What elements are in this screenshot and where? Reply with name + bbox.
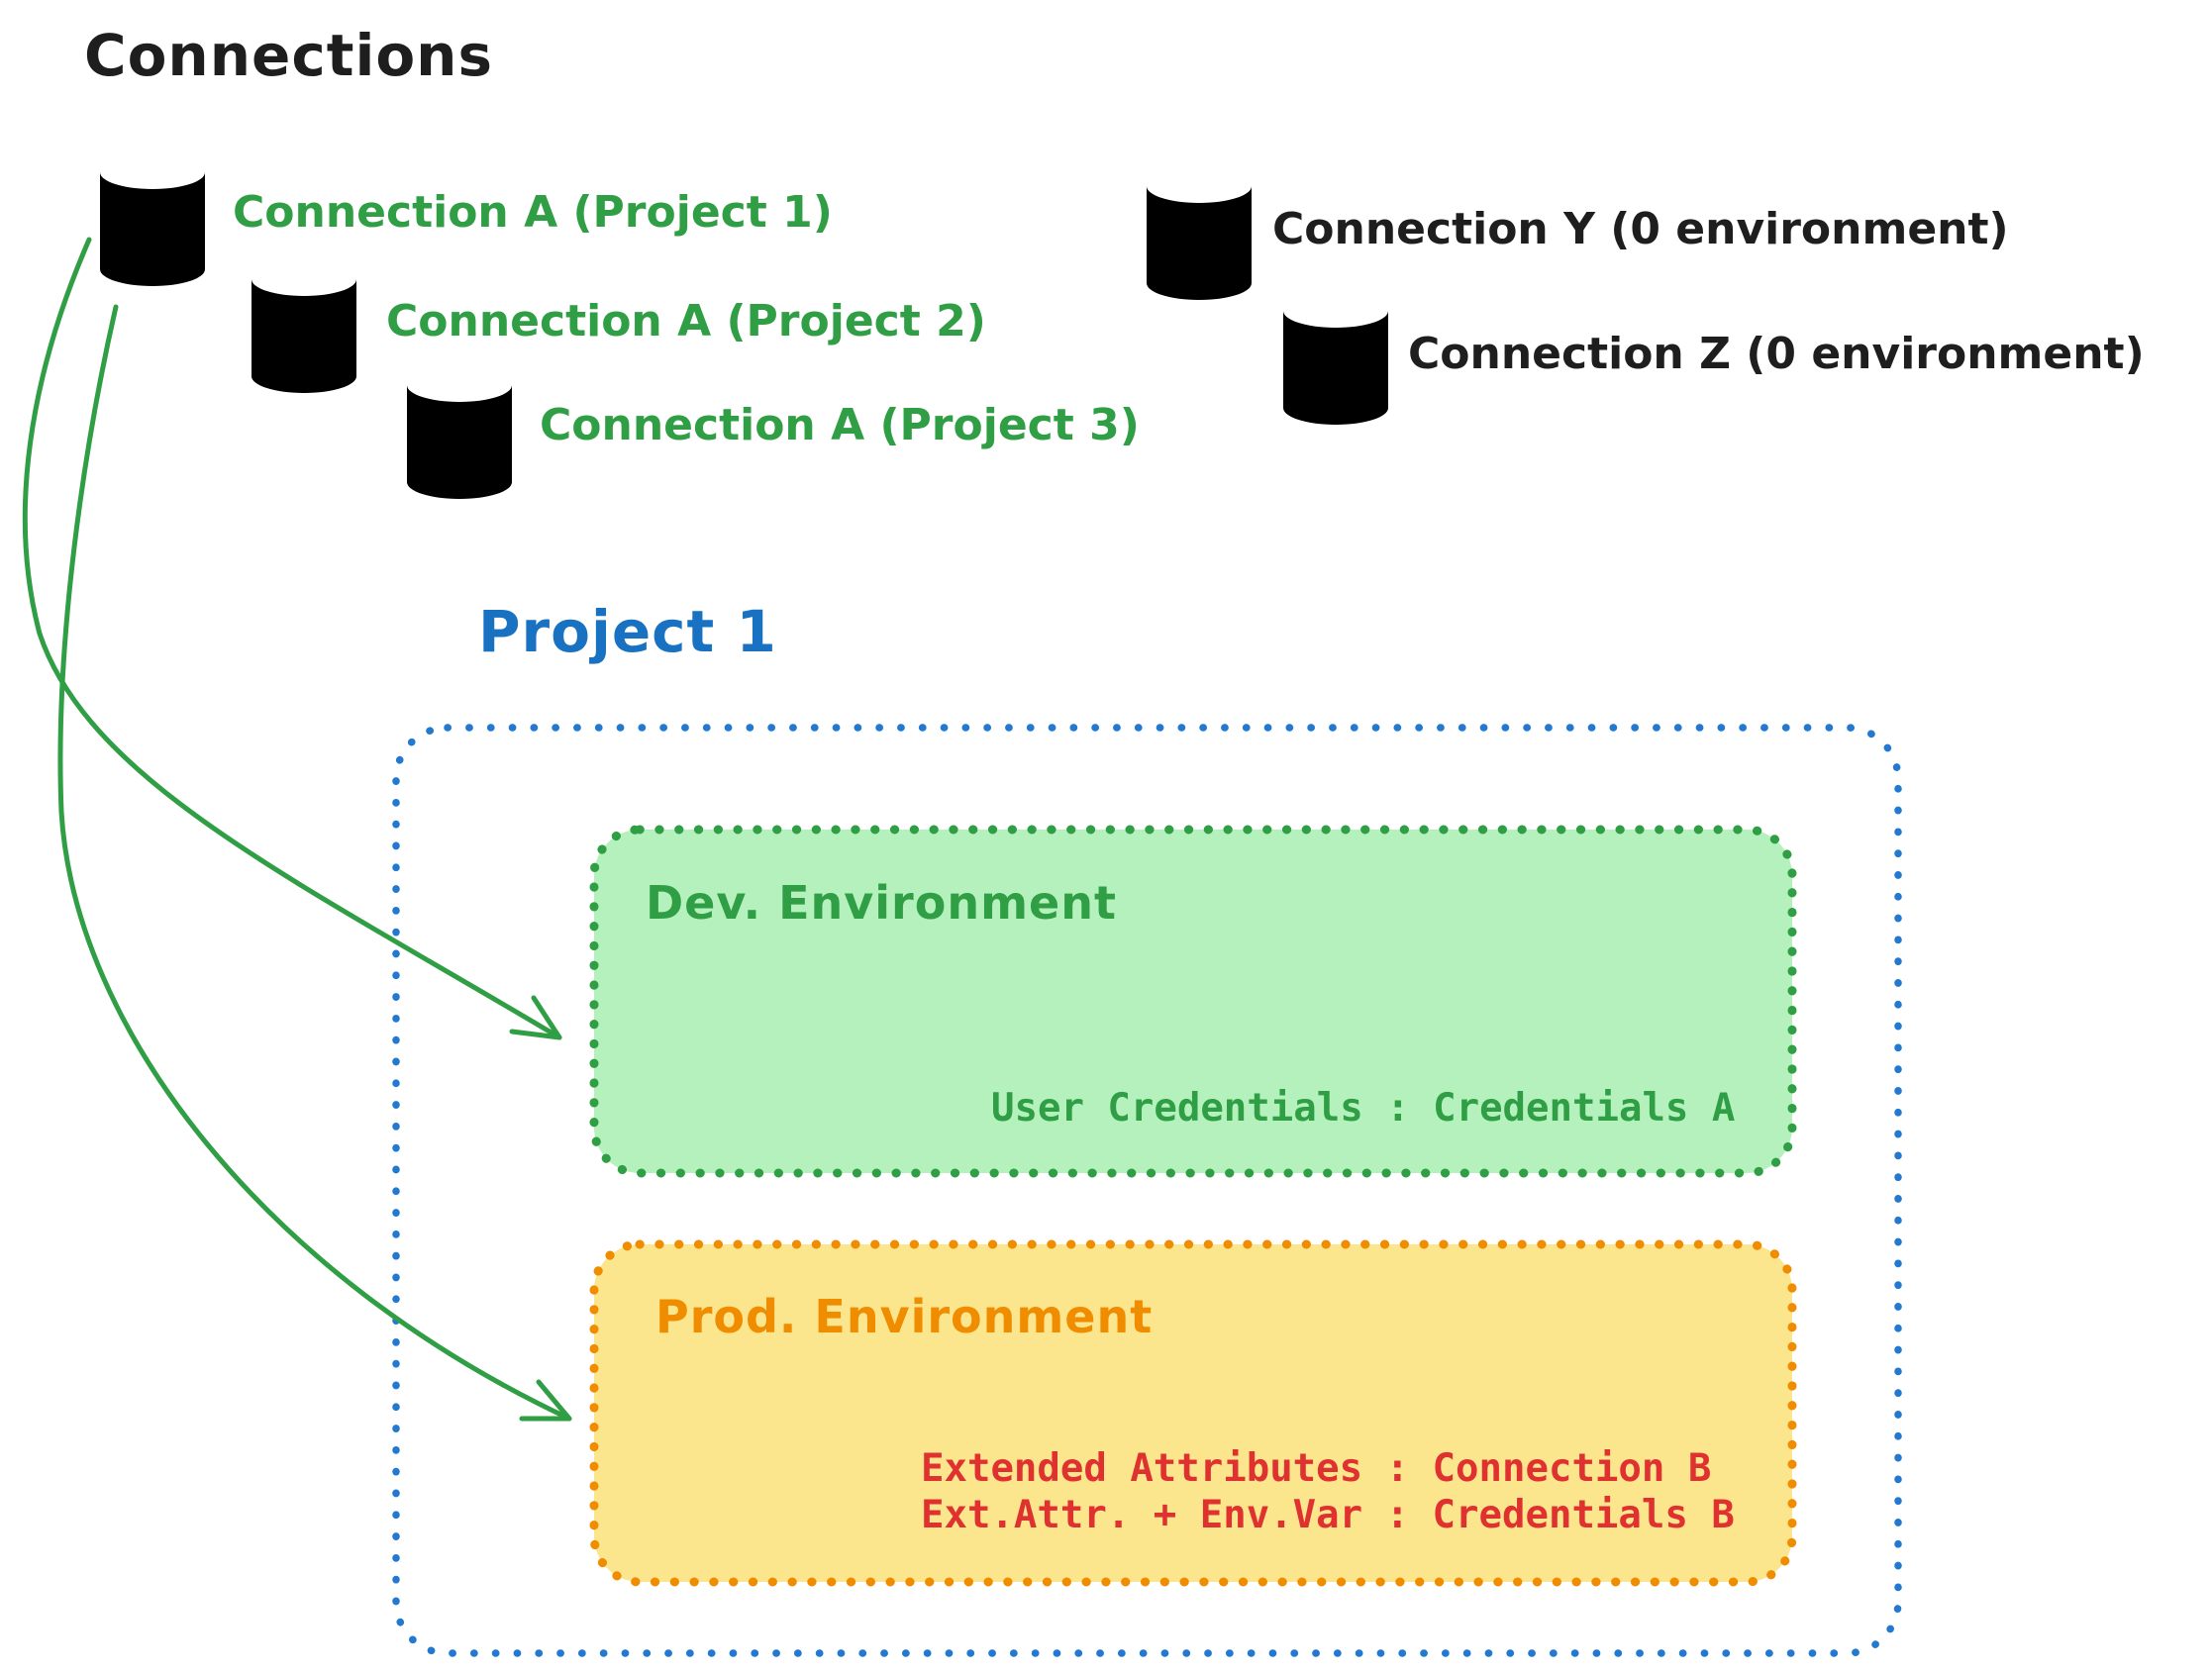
dev-environment-credentials-text[interactable]: User Credentials : Credentials A	[991, 1086, 1736, 1131]
arrow-connection-a-to-prod-environment[interactable]	[57, 304, 572, 1422]
arrowhead-icon	[519, 1379, 572, 1422]
prod-mapping-ext-attr-env-var: Ext.Attr. + Env.Var : Credentials B	[921, 1493, 1735, 1537]
arrow-connection-a-to-dev-environment[interactable]	[22, 237, 562, 1040]
connection-a-project-2-label[interactable]: Connection A (Project 2)	[386, 296, 986, 346]
connection-a-project-3-label[interactable]: Connection A (Project 3)	[540, 400, 1140, 450]
database-icon-connection-a-project-2[interactable]	[246, 255, 362, 400]
database-icon-connection-z[interactable]	[1277, 287, 1394, 432]
project-1-container-box[interactable]	[392, 724, 1902, 1657]
database-icon-connection-a-project-1[interactable]	[94, 148, 211, 293]
prod-mapping-extended-attributes: Extended Attributes : Connection B	[921, 1446, 1712, 1491]
arrowhead-icon	[509, 995, 562, 1040]
connection-z-label[interactable]: Connection Z (0 environment)	[1408, 329, 2145, 379]
connections-heading: Connections	[84, 22, 493, 89]
dev-environment-box[interactable]	[589, 825, 1797, 1178]
database-icon-connection-a-project-3[interactable]	[401, 361, 518, 506]
prod-environment-box[interactable]	[589, 1239, 1797, 1587]
project-1-title[interactable]: Project 1	[478, 598, 777, 665]
connection-a-project-1-label[interactable]: Connection A (Project 1)	[233, 187, 833, 238]
dev-environment-title[interactable]: Dev. Environment	[646, 876, 1117, 930]
prod-environment-mappings[interactable]: Extended Attributes : Connection B Ext.A…	[921, 1445, 1735, 1538]
connection-y-label[interactable]: Connection Y (0 environment)	[1272, 204, 2009, 254]
database-icon-connection-y[interactable]	[1141, 162, 1257, 307]
prod-environment-title[interactable]: Prod. Environment	[655, 1290, 1154, 1343]
